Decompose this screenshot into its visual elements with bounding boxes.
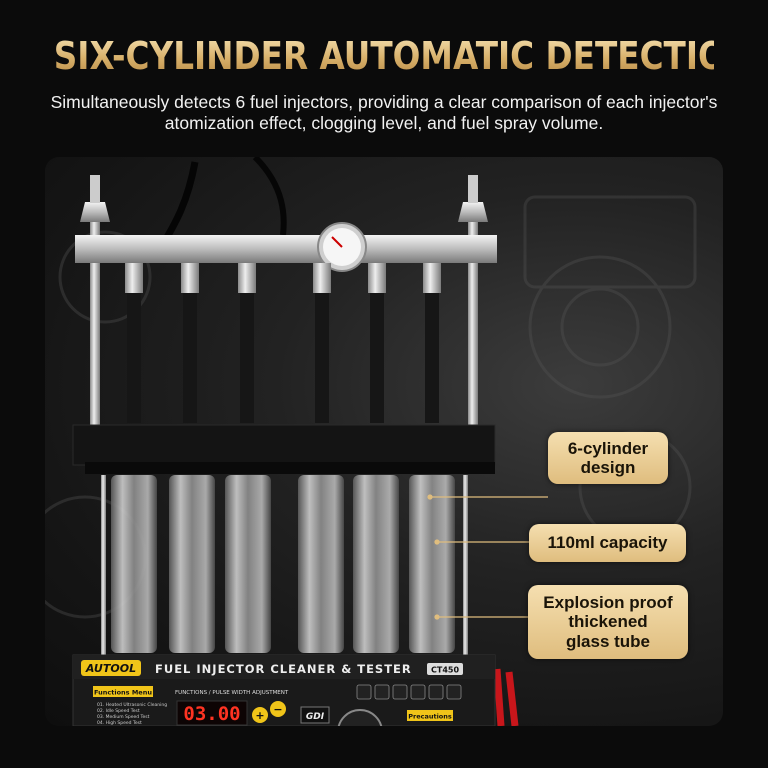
- model-label: CT450: [431, 666, 459, 675]
- brand-logo: AUTOOL: [85, 662, 136, 675]
- injector-tester-illustration: AUTOOL FUEL INJECTOR CLEANER & TESTER CT…: [45, 157, 697, 726]
- callout-line: Explosion proof: [543, 592, 673, 612]
- page-subtitle: Simultaneously detects 6 fuel injectors,…: [50, 92, 718, 133]
- plus-icon: +: [255, 709, 264, 722]
- page-title: SIX-CYLINDER AUTOMATIC DETECTION: [53, 34, 754, 78]
- functions-menu-label: Functions Menu: [94, 689, 152, 697]
- plus-button[interactable]: [252, 707, 268, 723]
- panel-title: FUEL INJECTOR CLEANER & TESTER: [155, 662, 412, 676]
- minus-button[interactable]: [270, 701, 286, 717]
- function-item: 01. Heated Ultrasonic Cleaning: [97, 702, 167, 708]
- minus-icon: −: [273, 703, 282, 716]
- callout-line: thickened: [568, 612, 648, 632]
- callout-6-cylinder: 6-cylinder design: [548, 432, 668, 484]
- callout-glass-tube: Explosion proof thickened glass tube: [528, 585, 688, 659]
- display-readout: 03.00: [183, 703, 240, 725]
- callout-line: design: [580, 458, 636, 477]
- callout-line: glass tube: [565, 631, 651, 651]
- function-item: 02. Idle Speed Test: [97, 708, 140, 714]
- precautions-label: Precautions: [408, 713, 452, 721]
- gdi-label: GDI: [306, 712, 325, 722]
- callout-line: 110ml capacity: [547, 533, 668, 553]
- function-item: 04. High Speed Test: [97, 720, 142, 726]
- function-item: 03. Medium Speed Test: [97, 714, 150, 720]
- pulse-width-label: FUNCTIONS / PULSE WIDTH ADJUSTMENT: [175, 690, 289, 696]
- callout-capacity: 110ml capacity: [529, 524, 686, 562]
- callout-line: 6-cylinder: [567, 438, 649, 458]
